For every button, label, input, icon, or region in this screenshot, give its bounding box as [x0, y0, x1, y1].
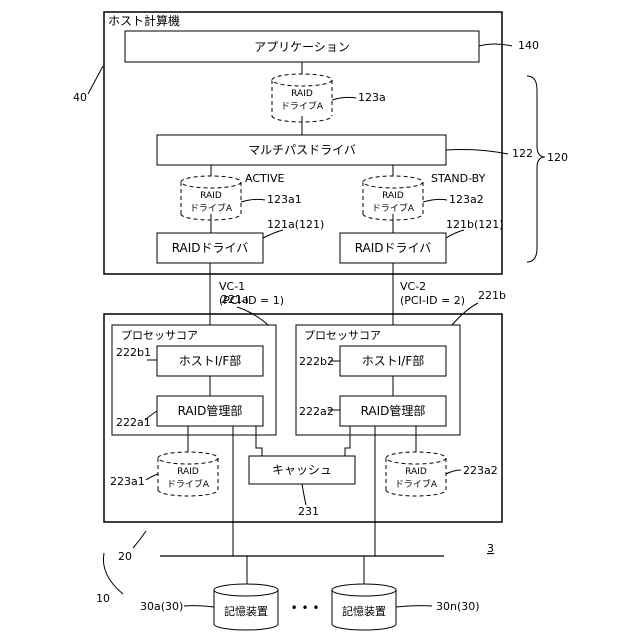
- raid-drive-standby-line2: ドライブA: [372, 202, 415, 214]
- raid-drive-core-a-line1: RAID: [177, 467, 199, 477]
- hostif-a-ref: 222b1: [116, 346, 151, 359]
- processor-core-a-leader: [237, 307, 268, 325]
- drive-top-leader: [332, 97, 356, 100]
- raid-drive-top: RAID ドライブA: [272, 74, 332, 122]
- raid-drive-core-a-line2: ドライブA: [167, 478, 210, 490]
- raid-drive-core-b: RAID ドライブA: [386, 452, 446, 496]
- raidmgr-a-label: RAID管理部: [178, 403, 243, 418]
- storage-device-n: 記憶装置: [332, 584, 396, 630]
- cache-label: キャッシュ: [272, 463, 332, 477]
- hostif-b-ref: 222b2: [299, 355, 334, 368]
- raid-drive-core-b-line1: RAID: [405, 467, 427, 477]
- raidmgr-b-label: RAID管理部: [361, 403, 426, 418]
- multipath-leader: [446, 150, 508, 155]
- storage-device-n-label: 記憶装置: [342, 604, 386, 618]
- system-ref: 3: [487, 542, 494, 555]
- storage-device-a-ref: 30a(30): [140, 600, 183, 613]
- raid-drive-standby: RAID ドライブA: [363, 176, 423, 220]
- processor-core-b-ref: 221b: [478, 289, 506, 302]
- vc2-label: VC-2: [400, 280, 426, 293]
- host-ref-leader: [88, 66, 103, 94]
- storage-ref: 20: [118, 550, 132, 563]
- device-ellipsis: • • •: [291, 601, 320, 615]
- raid-driver-b-ref: 121b(121): [446, 218, 504, 231]
- raid-drive-top-line1: RAID: [291, 89, 313, 99]
- raid-drive-core-b-ref: 223a2: [463, 464, 498, 477]
- application-label: アプリケーション: [254, 40, 350, 54]
- cache-ref: 231: [298, 505, 319, 518]
- drive-standby-ref: 123a2: [449, 193, 484, 206]
- processor-core-a-label: プロセッサコア: [121, 329, 198, 342]
- vc2-pci: (PCI-ID = 2): [400, 294, 465, 307]
- raid-drive-standby-line1: RAID: [382, 191, 404, 201]
- raid-drive-core-b-leader: [446, 470, 461, 474]
- storage-device-a-leader: [184, 606, 214, 607]
- storage-device-a: 記憶装置: [214, 584, 278, 630]
- raid-driver-b-leader: [446, 230, 464, 238]
- raid-driver-a-leader: [263, 230, 283, 238]
- application-leader: [479, 44, 512, 46]
- drive-active-leader: [241, 199, 265, 202]
- storage-device-a-label: 記憶装置: [224, 604, 268, 618]
- vc1-label: VC-1: [219, 280, 245, 293]
- hostif-a-label: ホストI/F部: [179, 353, 242, 368]
- raid-driver-a-ref: 121a(121): [267, 218, 324, 231]
- raid-driver-a-label: RAIDドライバ: [172, 241, 249, 255]
- drive-top-ref: 123a: [358, 91, 386, 104]
- bus-ref: 10: [96, 592, 110, 605]
- host-ref: 40: [73, 91, 87, 104]
- multipath-ref: 122: [512, 147, 533, 160]
- raid-drive-active: RAID ドライブA: [181, 176, 241, 220]
- storage-device-n-ref: 30n(30): [436, 600, 480, 613]
- standby-status: STAND-BY: [431, 172, 486, 185]
- raidmgr-b-ref: 222a2: [299, 405, 334, 418]
- bracket-120-ref: 120: [547, 151, 568, 164]
- active-status: ACTIVE: [245, 172, 285, 185]
- raid-drive-top-line2: ドライブA: [281, 100, 324, 112]
- raid-drive-active-line2: ドライブA: [190, 202, 233, 214]
- drive-standby-leader: [423, 199, 447, 202]
- cache-leader: [302, 484, 306, 505]
- raid-drive-core-b-line2: ドライブA: [395, 478, 438, 490]
- hostif-b-label: ホストI/F部: [362, 353, 425, 368]
- raid-driver-b-label: RAIDドライバ: [355, 241, 432, 255]
- bracket-120: [527, 76, 545, 262]
- raid-drive-active-line1: RAID: [200, 191, 222, 201]
- raid-drive-core-a-ref: 223a1: [110, 475, 145, 488]
- multipath-driver-label: マルチパスドライバ: [248, 143, 356, 157]
- raidmgr-a-ref: 222a1: [116, 416, 151, 429]
- processor-core-a-ref: 221a: [221, 293, 249, 306]
- raid-drive-core-a-leader: [146, 474, 158, 480]
- application-ref: 140: [518, 39, 539, 52]
- drive-active-ref: 123a1: [267, 193, 302, 206]
- processor-core-b-label: プロセッサコア: [304, 329, 381, 342]
- storage-device-n-leader: [396, 606, 432, 607]
- storage-ref-leader: [133, 531, 146, 548]
- raid-drive-core-a: RAID ドライブA: [158, 452, 218, 496]
- host-computer-title: ホスト計算機: [108, 13, 180, 28]
